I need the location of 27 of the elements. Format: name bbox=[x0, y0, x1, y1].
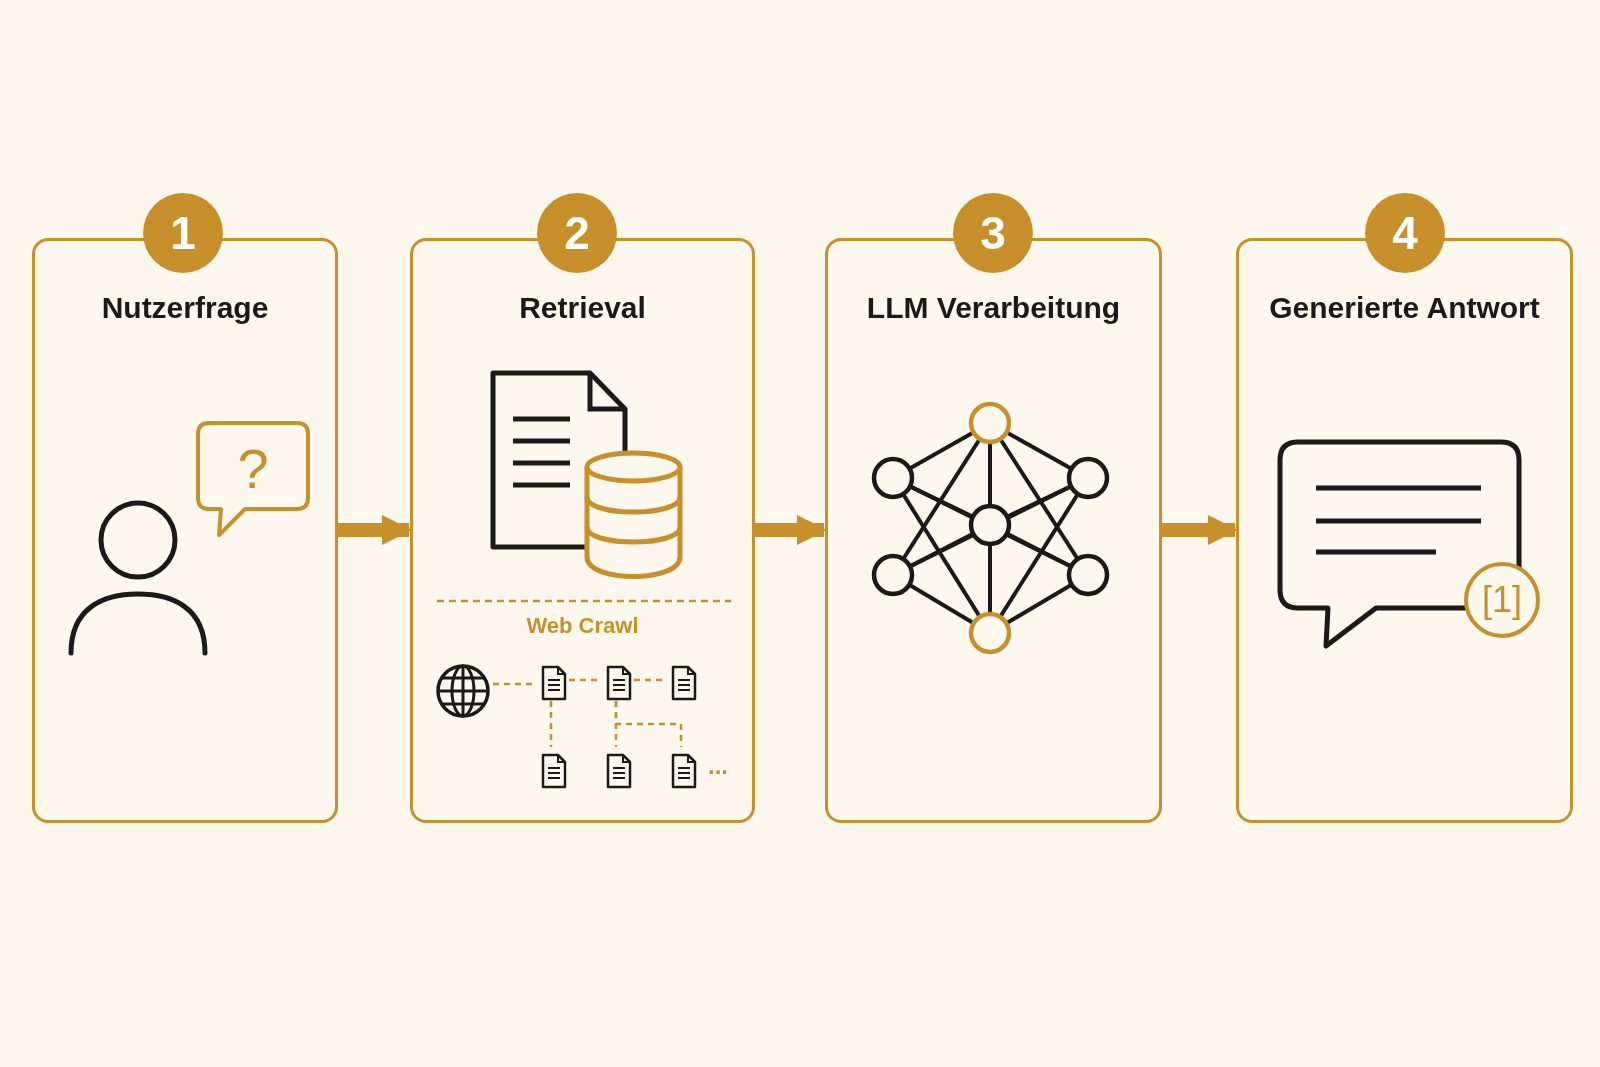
document-icon bbox=[541, 753, 567, 789]
step-title: Generierte Antwort bbox=[1268, 291, 1541, 325]
arrow bbox=[1162, 515, 1238, 545]
dashed-connector bbox=[634, 678, 663, 682]
document-icon bbox=[671, 753, 697, 789]
step-number-badge: 3 bbox=[953, 193, 1033, 273]
step-number-badge: 1 bbox=[143, 193, 223, 273]
dashed-connector bbox=[569, 678, 598, 682]
document-icon bbox=[606, 753, 632, 789]
dashed-connector bbox=[549, 701, 553, 747]
dashed-connector bbox=[614, 701, 683, 747]
step-title: LLM Verarbeitung bbox=[865, 291, 1122, 325]
citation-badge: [1] bbox=[1464, 562, 1540, 638]
document-icon bbox=[606, 665, 632, 701]
step-number-badge: 4 bbox=[1365, 193, 1445, 273]
question-mark: ? bbox=[236, 435, 270, 502]
section-heading: Web Crawl bbox=[525, 613, 640, 639]
step-title: Nutzerfrage bbox=[100, 291, 270, 325]
step-number-badge: 2 bbox=[537, 193, 617, 273]
ellipsis-text: ... bbox=[708, 752, 728, 780]
arrow bbox=[755, 515, 827, 545]
dashed-connector bbox=[493, 682, 533, 686]
step-title: Retrieval bbox=[518, 291, 647, 325]
document-icon bbox=[671, 665, 697, 701]
globe-icon bbox=[435, 663, 491, 719]
document-icon bbox=[541, 665, 567, 701]
arrow bbox=[338, 515, 412, 545]
